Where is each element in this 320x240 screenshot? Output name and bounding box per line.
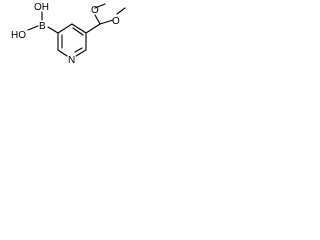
chemical-structure: B OH HO N O O	[0, 0, 137, 78]
ring-double-bond-c3-n	[74, 47, 83, 53]
bond-acetal-oxygen-upper	[94, 14, 101, 25]
ring-bond-c1-c2	[71, 23, 87, 34]
hydroxyl-top-label: OH	[34, 2, 49, 13]
bond-oxygen-upper-methyl	[94, 3, 106, 9]
bond-oxygen-lower-methyl	[116, 7, 126, 15]
bond-boron-oh-left	[27, 25, 39, 31]
oxygen-lower-label: O	[112, 16, 120, 27]
nitrogen-label: N	[68, 55, 75, 66]
ring-double-bond-c1-c2	[72, 27, 84, 36]
ring-bond-n-c5	[57, 49, 68, 57]
boron-label: B	[39, 21, 46, 32]
bond-acetal-oxygen-lower	[99, 19, 114, 25]
structure-drawing: B OH HO N O O	[11, 2, 126, 66]
oxygen-upper-label: O	[91, 5, 99, 16]
hydroxyl-left-label: HO	[11, 30, 26, 41]
ring-bond-c6-c1	[57, 23, 73, 34]
bond-ring-boron	[47, 26, 59, 34]
bond-ring-acetal-carbon	[85, 23, 101, 34]
ring-bond-c3-n	[75, 49, 87, 57]
